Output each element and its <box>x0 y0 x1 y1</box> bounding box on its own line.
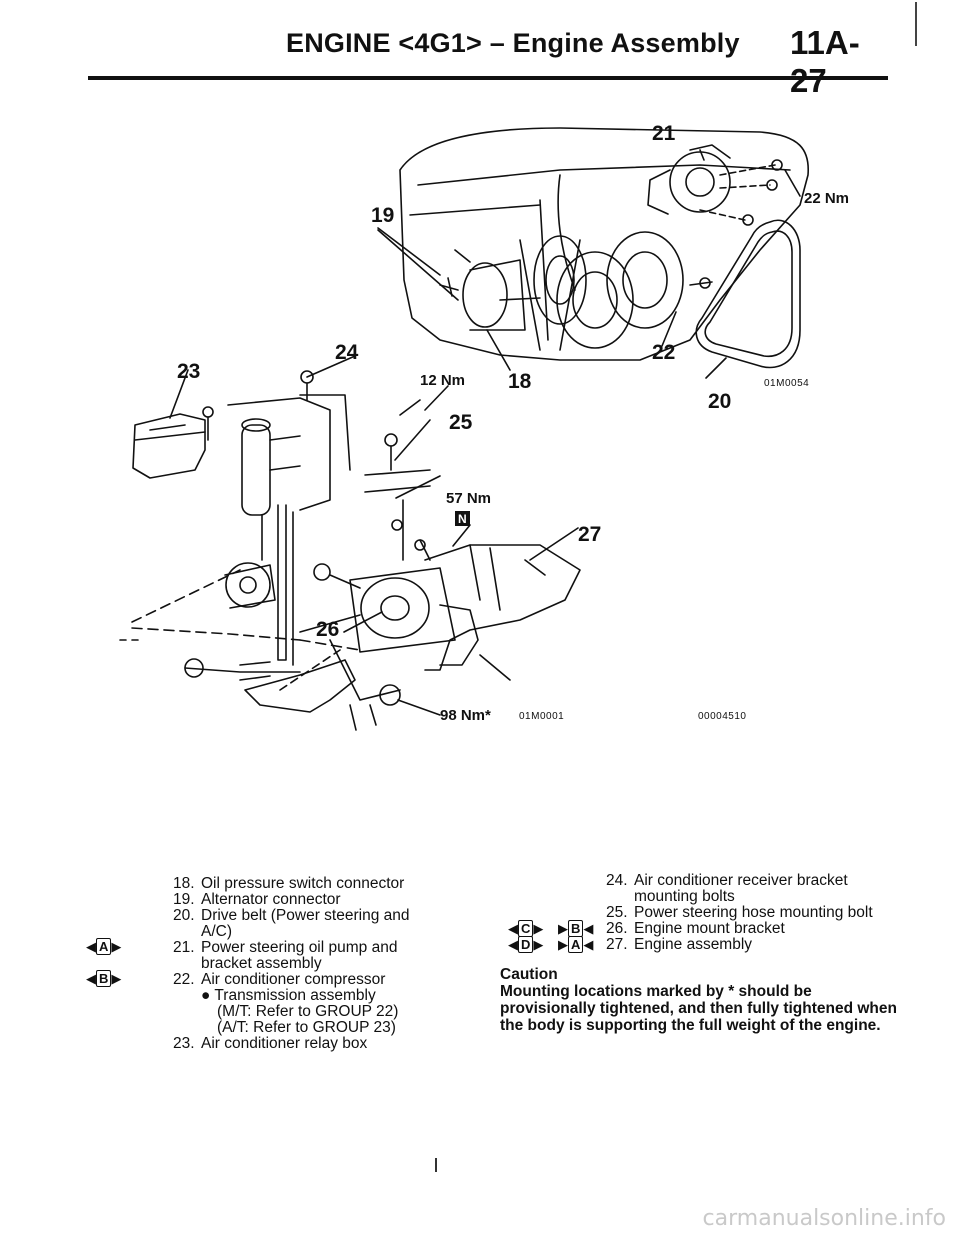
receiver-bracket <box>227 355 356 666</box>
list-item: 23.Air conditioner relay box <box>173 1035 368 1052</box>
edge-rule <box>915 2 917 46</box>
callout-21: 21 <box>652 122 676 145</box>
torque-22nm: 22 Nm <box>804 190 849 207</box>
list-item: (M/T: Refer to GROUP 22) <box>217 1003 399 1020</box>
guide-line <box>131 569 241 623</box>
callout-19: 19 <box>371 204 394 227</box>
marker-a: ◀A▶ <box>86 938 122 955</box>
callout-20: 20 <box>708 390 731 413</box>
caution-note: Caution Mounting locations marked by * s… <box>500 966 900 1034</box>
list-item: A/C) <box>201 923 232 940</box>
torque-57nm: 57 Nm <box>446 490 491 507</box>
drive-belt <box>689 219 801 369</box>
list-item: (A/T: Refer to GROUP 23) <box>217 1019 396 1036</box>
legend-left: 18.Oil pressure switch connector 19.Alte… <box>173 876 410 1052</box>
ref-code-2: 01M0001 <box>519 711 564 722</box>
torque-12nm: 12 Nm <box>420 372 465 389</box>
leader-20 <box>705 357 727 379</box>
marker-b-install: ▶B◀ <box>558 920 594 937</box>
marker-n-label: N <box>458 512 467 526</box>
legend-right: 24.Air conditioner receiver bracket moun… <box>606 873 873 953</box>
relay-box <box>132 369 214 479</box>
footer-rule <box>435 1158 437 1172</box>
engine-exploded-diagram: 21 19 22 24 23 18 20 25 27 26 22 Nm 12 N… <box>119 122 849 731</box>
transmission-bracket <box>184 639 441 731</box>
watermark: carmanualsonline.info <box>702 1206 946 1231</box>
list-item: 22.Air conditioner compressor <box>173 971 386 988</box>
marker-b: ◀B▶ <box>86 970 122 987</box>
list-item: 27.Engine assembly <box>606 936 753 953</box>
list-item: 21.Power steering oil pump and <box>173 939 398 956</box>
engine-block <box>399 127 810 361</box>
header-title: ENGINE <4G1> – Engine Assembly <box>286 28 740 58</box>
page-header: ENGINE <4G1> – Engine Assembly 11A-27 <box>88 22 888 99</box>
list-item: ● Transmission assembly <box>201 987 376 1004</box>
callout-25: 25 <box>449 411 473 434</box>
caution-heading: Caution <box>500 966 558 983</box>
torque-98nm: 98 Nm* <box>440 707 491 724</box>
leader-n <box>452 524 471 547</box>
list-item: 18.Oil pressure switch connector <box>173 875 405 892</box>
list-item: 25.Power steering hose mounting bolt <box>606 904 873 921</box>
list-item: 19.Alternator connector <box>173 891 341 908</box>
leader-18 <box>486 329 511 371</box>
callout-24: 24 <box>335 341 359 364</box>
callout-18: 18 <box>508 370 532 393</box>
list-item: bracket assembly <box>201 955 322 972</box>
list-item: mounting bolts <box>634 888 735 905</box>
leader-19 <box>377 227 441 276</box>
list-item: 24.Air conditioner receiver bracket <box>606 872 848 889</box>
engine-mount <box>224 499 456 653</box>
callout-26: 26 <box>316 618 339 641</box>
list-item: 26.Engine mount bracket <box>606 920 785 937</box>
page-number: 11A-27 <box>790 24 860 99</box>
leader-26 <box>343 611 383 633</box>
list-item: 20.Drive belt (Power steering and <box>173 907 410 924</box>
ref-code-3: 00004510 <box>698 711 747 722</box>
marker-c: ◀C▶ <box>508 920 544 937</box>
callout-27: 27 <box>578 523 601 546</box>
marker-a-install: ▶A◀ <box>558 936 594 953</box>
callout-23: 23 <box>177 360 200 383</box>
power-steering-pump <box>647 144 801 226</box>
marker-n-box <box>455 511 470 526</box>
leader-22 <box>661 311 677 347</box>
caution-text: Mounting locations marked by * should be… <box>500 983 897 1034</box>
leader-57nm <box>395 475 441 499</box>
marker-d: ◀D▶ <box>508 936 544 953</box>
ps-hose-bolt <box>364 385 449 493</box>
ref-code-1: 01M0054 <box>764 378 809 389</box>
engine-assembly-lower <box>424 527 581 681</box>
callout-22: 22 <box>652 341 675 364</box>
